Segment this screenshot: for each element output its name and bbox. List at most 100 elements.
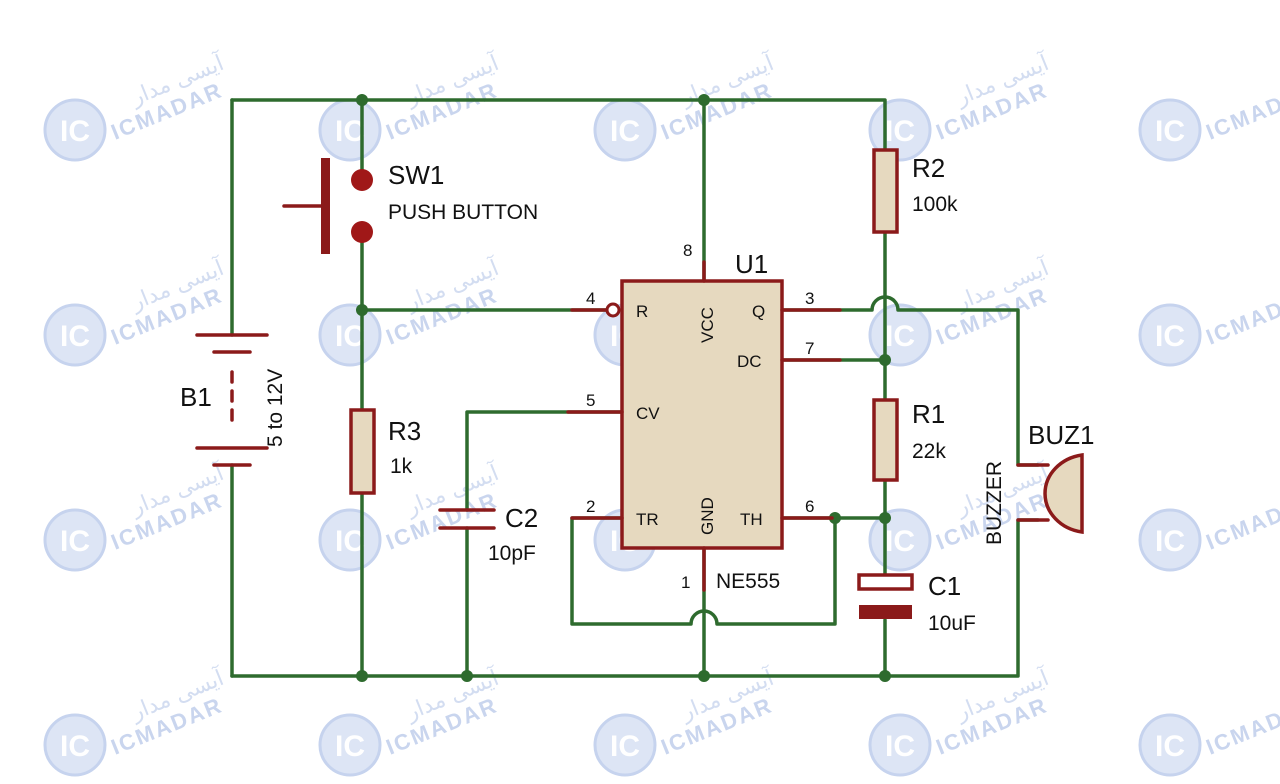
watermark-logo-text: IC bbox=[60, 525, 90, 558]
u1-pin1-number: 1 bbox=[681, 573, 690, 592]
watermark-tile: IC ICMADAR bbox=[1138, 487, 1280, 572]
sw1-contact-top bbox=[351, 169, 373, 191]
watermark-tile: IC ICMADAR bbox=[1138, 282, 1280, 367]
watermark-logo-circle bbox=[43, 508, 107, 572]
c1-capacitor: C1 10uF bbox=[857, 571, 976, 635]
r2-resistor: R2 100k bbox=[872, 148, 958, 234]
watermark-logo-text: IC bbox=[885, 320, 915, 353]
watermark-logo-text: IC bbox=[885, 525, 915, 558]
watermark-logo-circle bbox=[318, 303, 382, 367]
r1-value: 22k bbox=[912, 440, 946, 463]
watermark-logo-circle bbox=[43, 713, 107, 777]
c1-value: 10uF bbox=[928, 612, 976, 635]
c1-plate-positive bbox=[857, 573, 914, 591]
watermark-logo-text: IC bbox=[60, 115, 90, 148]
watermark-logo-circle bbox=[43, 98, 107, 162]
u1-pin8-number: 8 bbox=[683, 241, 692, 260]
watermark-logo-circle bbox=[43, 303, 107, 367]
watermark-logo-circle bbox=[1138, 98, 1202, 162]
junction-dot bbox=[356, 304, 368, 316]
u1-pin-name-th: TH bbox=[740, 510, 763, 529]
watermark-logo-text: IC bbox=[1155, 320, 1185, 353]
watermark-logo-text: IC bbox=[1155, 115, 1185, 148]
watermark-brand-en: ICMADAR bbox=[1203, 692, 1280, 759]
watermark-tile: IC ICMADAR آیسی مدار bbox=[43, 49, 228, 162]
watermark-tile: IC ICMADAR آیسی مدار bbox=[43, 664, 228, 777]
junction-dot bbox=[698, 94, 710, 106]
u1-body bbox=[620, 279, 784, 550]
junction-dot bbox=[879, 354, 891, 366]
r2-ref: R2 bbox=[912, 153, 945, 183]
watermark-logo-circle bbox=[1138, 303, 1202, 367]
r3-body bbox=[349, 408, 376, 495]
watermark-logo-circle bbox=[1138, 508, 1202, 572]
watermark-logo-text: IC bbox=[610, 115, 640, 148]
u1-pin-name-vcc: VCC bbox=[698, 307, 717, 343]
u1-pin-name-dc: DC bbox=[737, 352, 762, 371]
u1-pin4-inverter-bubble bbox=[605, 302, 621, 318]
u1-pin5-number: 5 bbox=[586, 391, 595, 410]
watermark-logo-text: IC bbox=[60, 730, 90, 763]
watermark-logo-circle bbox=[593, 713, 657, 777]
u1-pin-name-tr: TR bbox=[636, 510, 659, 529]
watermark-logo-text: IC bbox=[335, 730, 365, 763]
watermark-tile: IC ICMADAR آیسی مدار bbox=[868, 49, 1053, 162]
watermark-logo-text: IC bbox=[335, 115, 365, 148]
junction-dot bbox=[356, 670, 368, 682]
watermark-logo-text: IC bbox=[335, 525, 365, 558]
sw1-ref: SW1 bbox=[388, 160, 444, 190]
u1-pin-name-cv: CV bbox=[636, 404, 660, 423]
junction-dot bbox=[879, 670, 891, 682]
u1-ne555-ic: U1 NE555 8 4 3 7 5 2 6 1 R VCC Q DC CV T… bbox=[566, 241, 842, 593]
watermark-brand-en: ICMADAR bbox=[1203, 487, 1280, 554]
wire-top-rail bbox=[230, 98, 887, 152]
watermark-logo-circle bbox=[318, 508, 382, 572]
junction-dot bbox=[879, 512, 891, 524]
r3-resistor: R3 1k bbox=[349, 408, 421, 495]
b1-value: 5 to 12V bbox=[264, 369, 287, 447]
watermark-logo-circle bbox=[868, 713, 932, 777]
b1-battery: B1 5 to 12V bbox=[180, 333, 287, 467]
u1-ref: U1 bbox=[735, 249, 768, 279]
c2-value: 10pF bbox=[488, 542, 536, 565]
buz1-value: BUZZER bbox=[983, 461, 1006, 545]
watermark-tile: IC ICMADAR bbox=[1138, 77, 1280, 162]
watermark-logo-circle bbox=[1138, 713, 1202, 777]
watermark-tile: IC ICMADAR آیسی مدار bbox=[43, 254, 228, 367]
u1-pin7-number: 7 bbox=[805, 339, 814, 358]
sw1-contact-bottom bbox=[351, 221, 373, 243]
junction-dot bbox=[356, 94, 368, 106]
sw1-value: PUSH BUTTON bbox=[388, 201, 538, 224]
r1-body bbox=[872, 398, 899, 482]
c1-ref: C1 bbox=[928, 571, 961, 601]
r2-value: 100k bbox=[912, 193, 958, 216]
u1-pin2-number: 2 bbox=[586, 497, 595, 516]
buz1-buzzer: BUZ1 BUZZER bbox=[983, 420, 1094, 545]
junction-dot bbox=[829, 512, 841, 524]
junctions bbox=[356, 94, 891, 682]
watermark-logo-text: IC bbox=[1155, 525, 1185, 558]
watermark-brand-en: ICMADAR bbox=[1203, 282, 1280, 349]
watermark-tile: IC ICMADAR bbox=[1138, 692, 1280, 777]
r1-resistor: R1 22k bbox=[872, 398, 946, 482]
u1-pin-name-gnd: GND bbox=[698, 497, 717, 535]
u1-pin3-number: 3 bbox=[805, 289, 814, 308]
sw1-push-button: SW1 PUSH BUTTON bbox=[282, 158, 538, 254]
watermark-brand-en: ICMADAR bbox=[1203, 77, 1280, 144]
watermark-tile: IC ICMADAR آیسی مدار bbox=[868, 664, 1053, 777]
watermark-tile: IC ICMADAR آیسی مدار bbox=[593, 49, 778, 162]
watermark-logo-text: IC bbox=[60, 320, 90, 353]
watermark-logo-circle bbox=[318, 713, 382, 777]
watermark-tile: IC ICMADAR آیسی مدار bbox=[318, 664, 503, 777]
buz1-body bbox=[1043, 452, 1084, 535]
u1-pin4-number: 4 bbox=[586, 289, 595, 308]
r3-value: 1k bbox=[390, 455, 413, 478]
r2-body bbox=[872, 148, 899, 234]
u1-pin-name-r: R bbox=[636, 302, 648, 321]
b1-ref: B1 bbox=[180, 382, 212, 412]
buz1-ref: BUZ1 bbox=[1028, 420, 1094, 450]
u1-pin-name-q: Q bbox=[752, 302, 765, 321]
watermark-logo-text: IC bbox=[1155, 730, 1185, 763]
watermark-tile: IC ICMADAR آیسی مدار bbox=[593, 664, 778, 777]
